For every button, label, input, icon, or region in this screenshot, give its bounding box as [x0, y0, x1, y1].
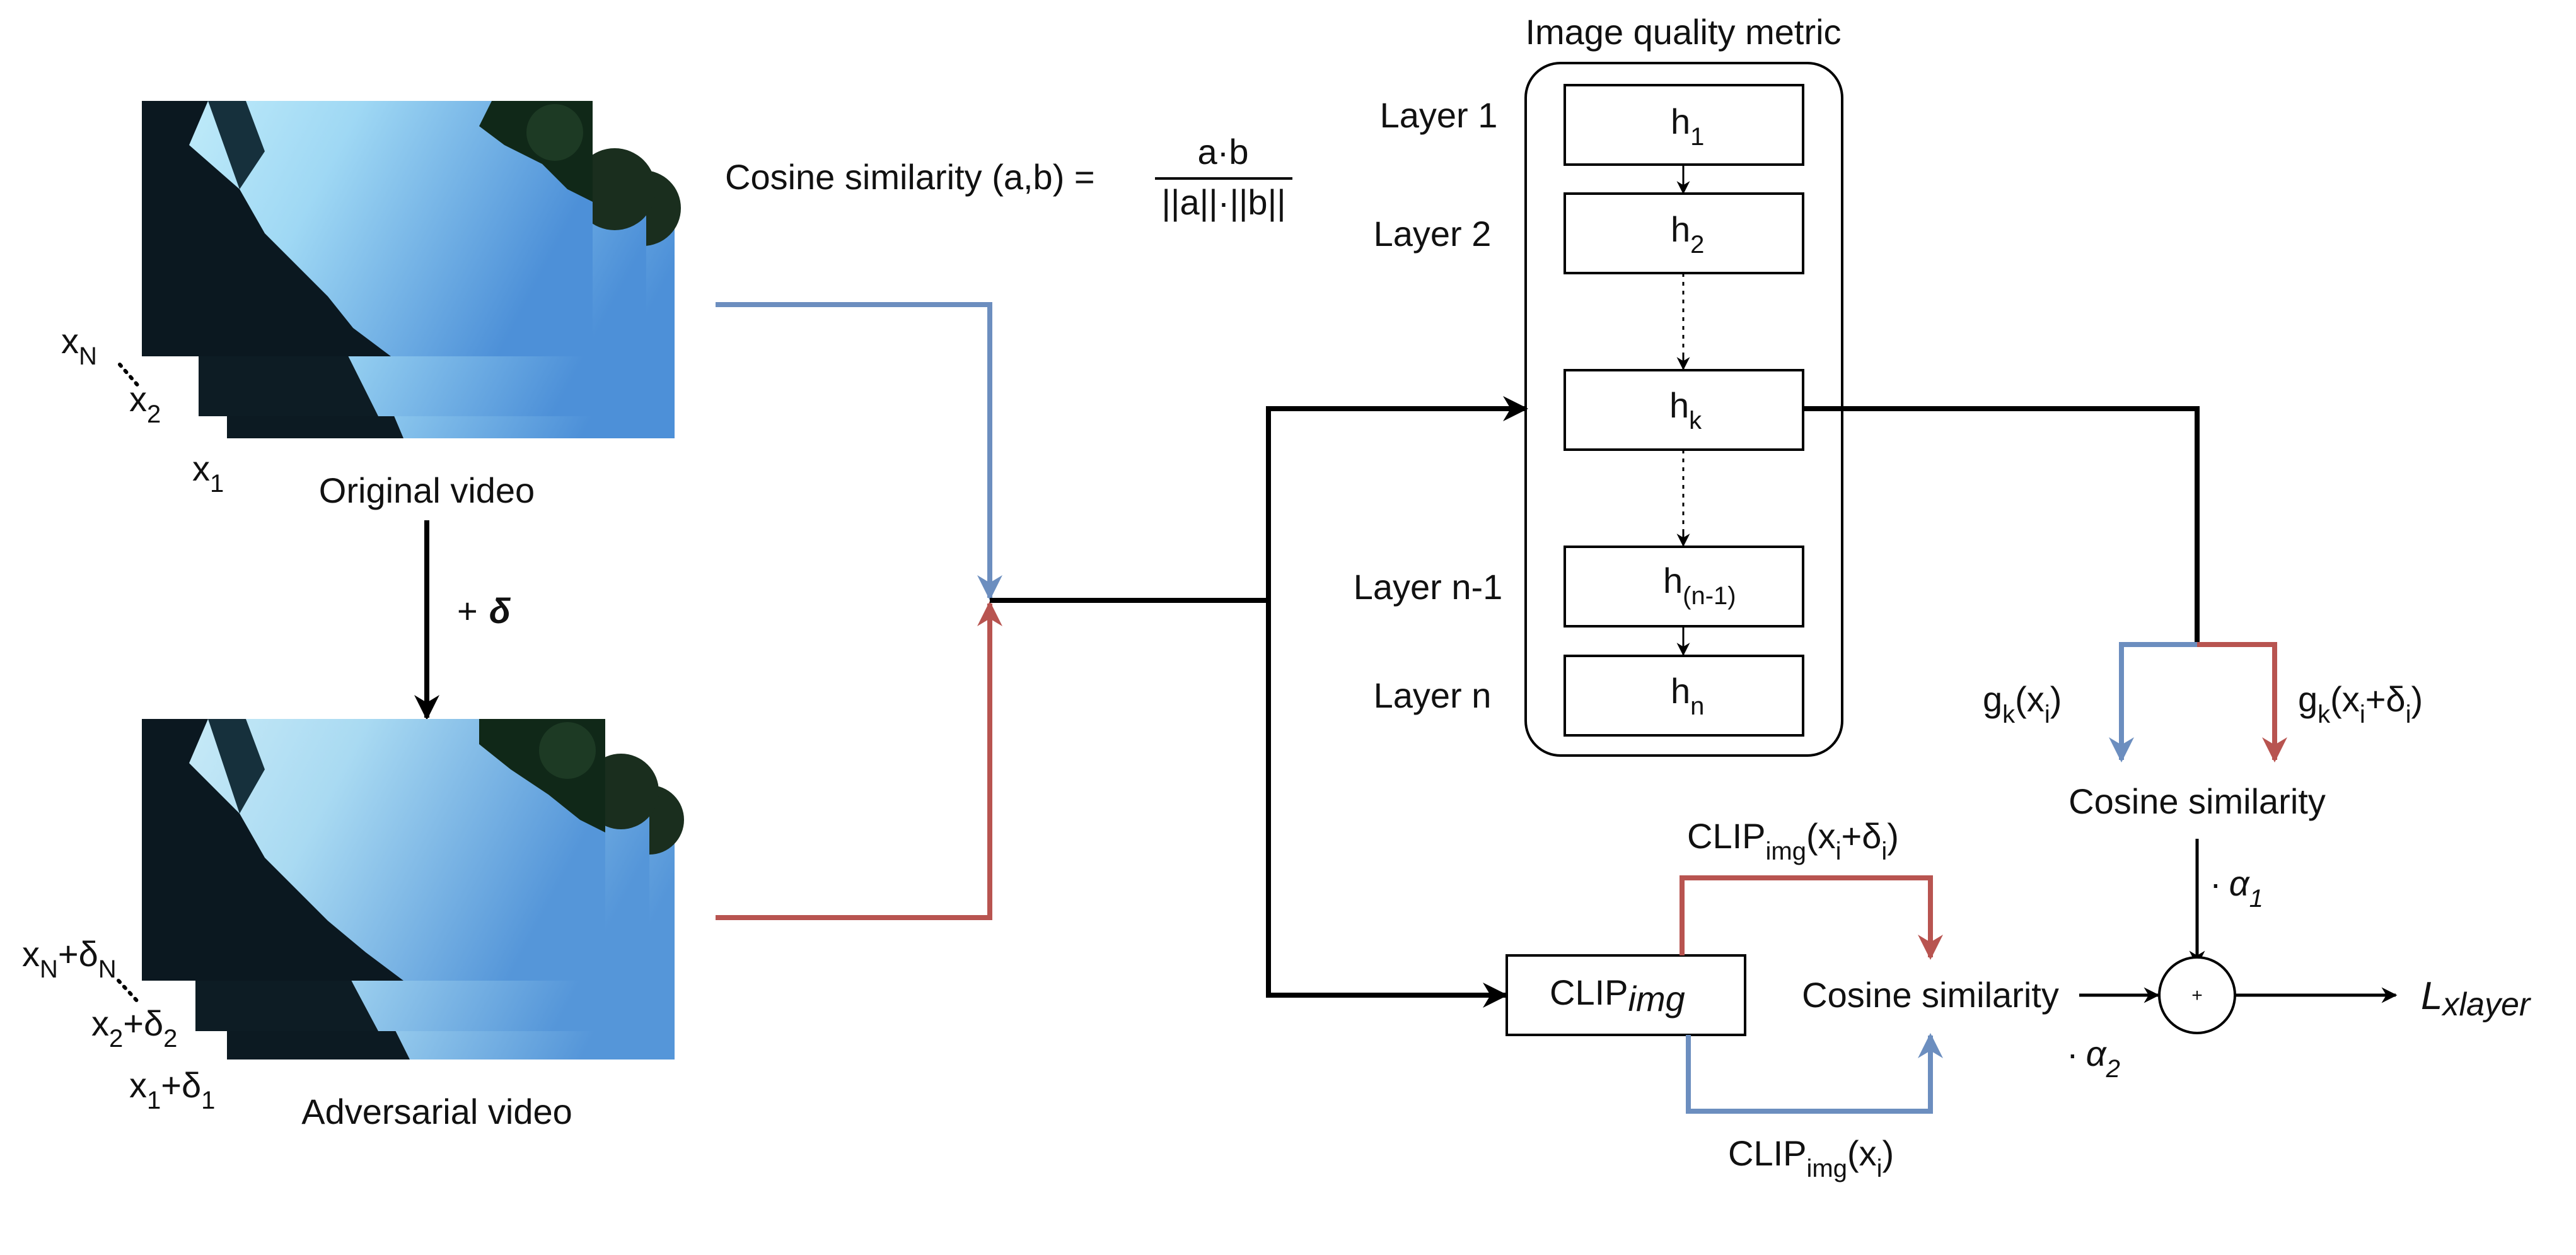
node-hk-label: hk [1669, 385, 1702, 435]
clean-video-connector [716, 302, 1002, 600]
alpha1-label: ·α1 [2210, 863, 2263, 913]
sum-symbol: + [2191, 985, 2203, 1006]
clip-block-label: CLIPimg [1550, 972, 1685, 1019]
adversarial-video-connector [716, 601, 1002, 920]
adversarial-frame-label-n: xN+δN [22, 934, 117, 983]
original-video-stack [142, 101, 681, 438]
frame-ellipsis-adversarial [117, 979, 142, 1006]
frame-label-sub: 2 [147, 400, 161, 428]
svg-text:xN: xN [61, 321, 97, 370]
adversarial-feature-branch [2197, 642, 2287, 762]
frame-label-base: x [61, 321, 79, 361]
clip-adversarial-connector [1680, 875, 1943, 960]
original-frame-label-1: x1 [192, 448, 224, 498]
node-hk [1564, 369, 1804, 451]
cosine-similarity-clip: Cosine similarity [1802, 975, 2059, 1015]
alpha2-label: ·α2 [2067, 1034, 2120, 1083]
cosine-similarity-layer: Cosine similarity [2068, 781, 2326, 821]
original-frame-label-n: xN [61, 321, 97, 370]
svg-text:x1: x1 [192, 448, 224, 498]
svg-text:x2+δ2: x2+δ2 [91, 1003, 177, 1053]
node-h1 [1564, 84, 1804, 166]
adversarial-frame-label-1: x1+δ1 [129, 1065, 215, 1114]
formula-numerator: a·b [1198, 132, 1249, 172]
svg-text:x2: x2 [129, 379, 161, 428]
formula-denominator: ||a||·||b|| [1161, 182, 1285, 222]
svg-text:xN+δN: xN+δN [22, 934, 117, 983]
node-h2-label: h2 [1671, 209, 1704, 259]
adversarial-feature-label: gk(xi+δi) [2298, 679, 2423, 728]
clip-clean-label: CLIPimg(xi) [1728, 1133, 1894, 1182]
node-h1-label: h1 [1671, 102, 1704, 151]
adversarial-video-stack [142, 719, 684, 1059]
iqm-title: Image quality metric [1525, 12, 1841, 52]
frame-label-sub: 1 [210, 470, 224, 498]
original-frame-label-2: x2 [129, 379, 161, 428]
clip-adversarial-label: CLIPimg(xi+δi) [1687, 816, 1899, 865]
clip-image-encoder [1506, 954, 1746, 1036]
hk-output-line [1803, 406, 2200, 645]
original-frame-n [142, 101, 593, 356]
frame-label-base: x [192, 448, 210, 488]
frame-ellipsis-original [118, 363, 142, 390]
frame-label-base: x [129, 379, 147, 419]
svg-text:x1+δ1: x1+δ1 [129, 1065, 215, 1114]
frame-label-sub: N [79, 342, 97, 370]
node-hn-label: hn [1671, 671, 1704, 720]
formula-lhs: Cosine similarity (a,b) = [725, 157, 1095, 197]
clean-feature-label: gk(xi) [1983, 679, 2062, 728]
adversarial-video-caption: Adversarial video [301, 1092, 572, 1131]
clean-feature-branch [2109, 642, 2197, 762]
clip-clean-connector [1686, 1033, 1943, 1114]
original-video-caption: Original video [319, 470, 535, 510]
adversarial-frame-n [142, 719, 605, 981]
cosine-formula: Cosine similarity (a,b) = a·b ||a||·||b|… [725, 132, 1292, 222]
node-hn [1564, 655, 1804, 737]
layer-n-label: Layer n [1374, 675, 1492, 715]
layer-1-label: Layer 1 [1380, 95, 1498, 135]
layer-n1-label: Layer n-1 [1354, 567, 1503, 607]
node-hn1 [1564, 546, 1804, 628]
layer-2-label: Layer 2 [1374, 214, 1492, 254]
perturbation-label: +δ [457, 591, 511, 631]
adversarial-frame-label-2: x2+δ2 [91, 1003, 177, 1053]
node-hn1-label: h(n-1) [1663, 561, 1736, 610]
loss-output-label: Lxlayer [2421, 974, 2532, 1023]
